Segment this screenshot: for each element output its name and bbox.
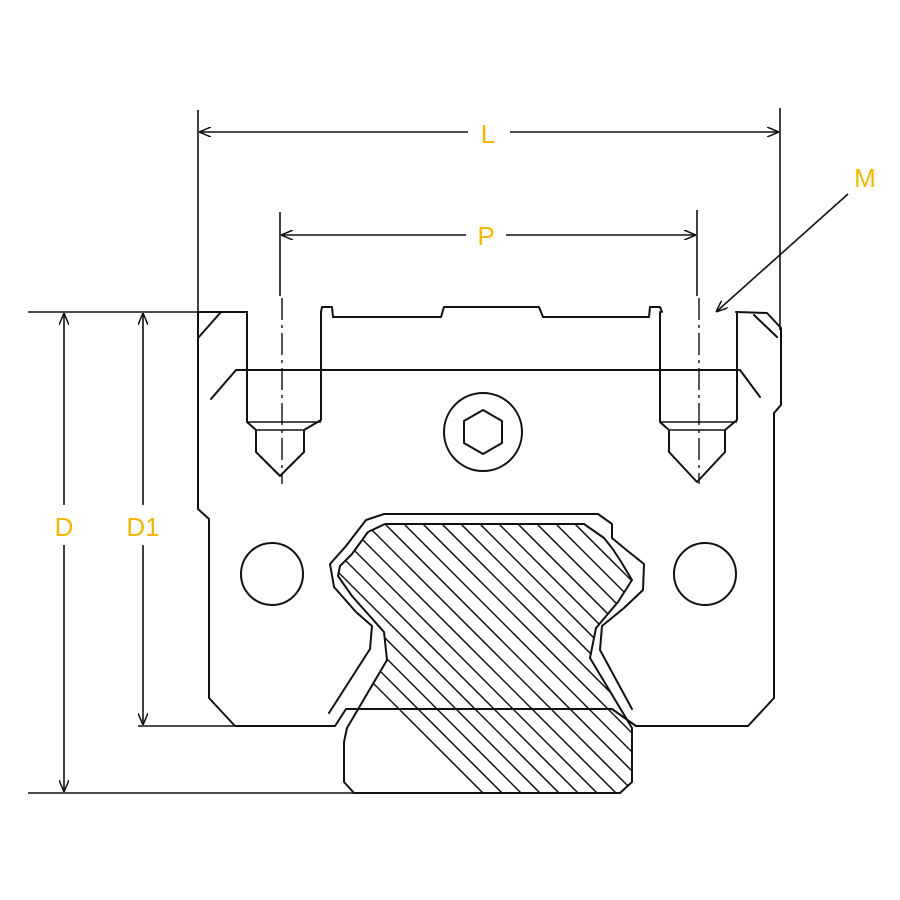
- hatch-line: [836, 500, 900, 820]
- hatch-line: [607, 524, 632, 793]
- dimension-label-d: D: [55, 512, 74, 542]
- carriage-outline: [197, 311, 782, 727]
- hatch-line: [722, 500, 900, 820]
- hatch-line: [684, 500, 900, 820]
- hatch-line: [398, 524, 632, 793]
- hatch-line: [338, 524, 625, 793]
- hatch-line: [817, 500, 900, 820]
- hatch-line: [703, 500, 900, 820]
- hatch-line: [779, 500, 900, 820]
- hatch-line: [417, 524, 632, 793]
- hatch-line: [588, 524, 632, 793]
- grease-nipple: [443, 392, 523, 472]
- hatch-line: [665, 500, 900, 820]
- hatch-line: [550, 524, 632, 793]
- hatch-line: [379, 524, 632, 793]
- side-hole-left: [240, 542, 304, 606]
- hatch-line: [338, 524, 587, 793]
- carriage-chamfer-left: [197, 311, 222, 339]
- dimension-label-l: L: [481, 119, 495, 149]
- dimension-block-height: D1: [126, 313, 335, 727]
- hatch-line: [455, 524, 632, 793]
- dimension-pitch: P: [279, 210, 698, 296]
- hatch-line: [569, 524, 632, 793]
- hatch-line: [360, 524, 632, 793]
- hex-socket-icon: [463, 409, 503, 455]
- dimension-label-p: P: [477, 221, 494, 251]
- hatch-line: [798, 500, 900, 820]
- rail-section: [337, 500, 900, 820]
- hatch-line: [531, 524, 632, 793]
- carriage-upper-right-chamfer: [753, 314, 778, 338]
- side-hole-right: [673, 542, 737, 606]
- dimension-label-m: M: [854, 163, 876, 193]
- hatch-line: [741, 500, 900, 820]
- dimension-length: L: [197, 108, 781, 330]
- hatch-line: [338, 524, 568, 793]
- end-seal-line: [210, 369, 761, 400]
- hatch-line: [338, 524, 511, 793]
- hatch-line: [855, 500, 900, 820]
- hatch-line: [512, 524, 632, 793]
- hatch-line: [760, 500, 900, 820]
- rail-outline: [337, 523, 633, 794]
- hatch-line: [493, 524, 632, 793]
- tapped-hole-left: [246, 298, 322, 484]
- hatch-line: [338, 524, 606, 793]
- dimension-label-d1: D1: [126, 512, 159, 542]
- hatch-line: [874, 500, 900, 820]
- carriage-top-edge: [197, 306, 663, 318]
- dimension-thread: M: [716, 163, 876, 312]
- tapped-hole-right: [659, 298, 738, 484]
- hatch-line: [338, 524, 632, 793]
- carriage-inner-contour: [328, 513, 645, 714]
- hatch-line: [626, 524, 632, 793]
- hatch-line: [474, 524, 632, 793]
- hatch-line: [341, 524, 632, 793]
- carriage-block: [197, 306, 782, 727]
- hatch-line: [436, 524, 632, 793]
- dimension-height: D: [28, 311, 354, 794]
